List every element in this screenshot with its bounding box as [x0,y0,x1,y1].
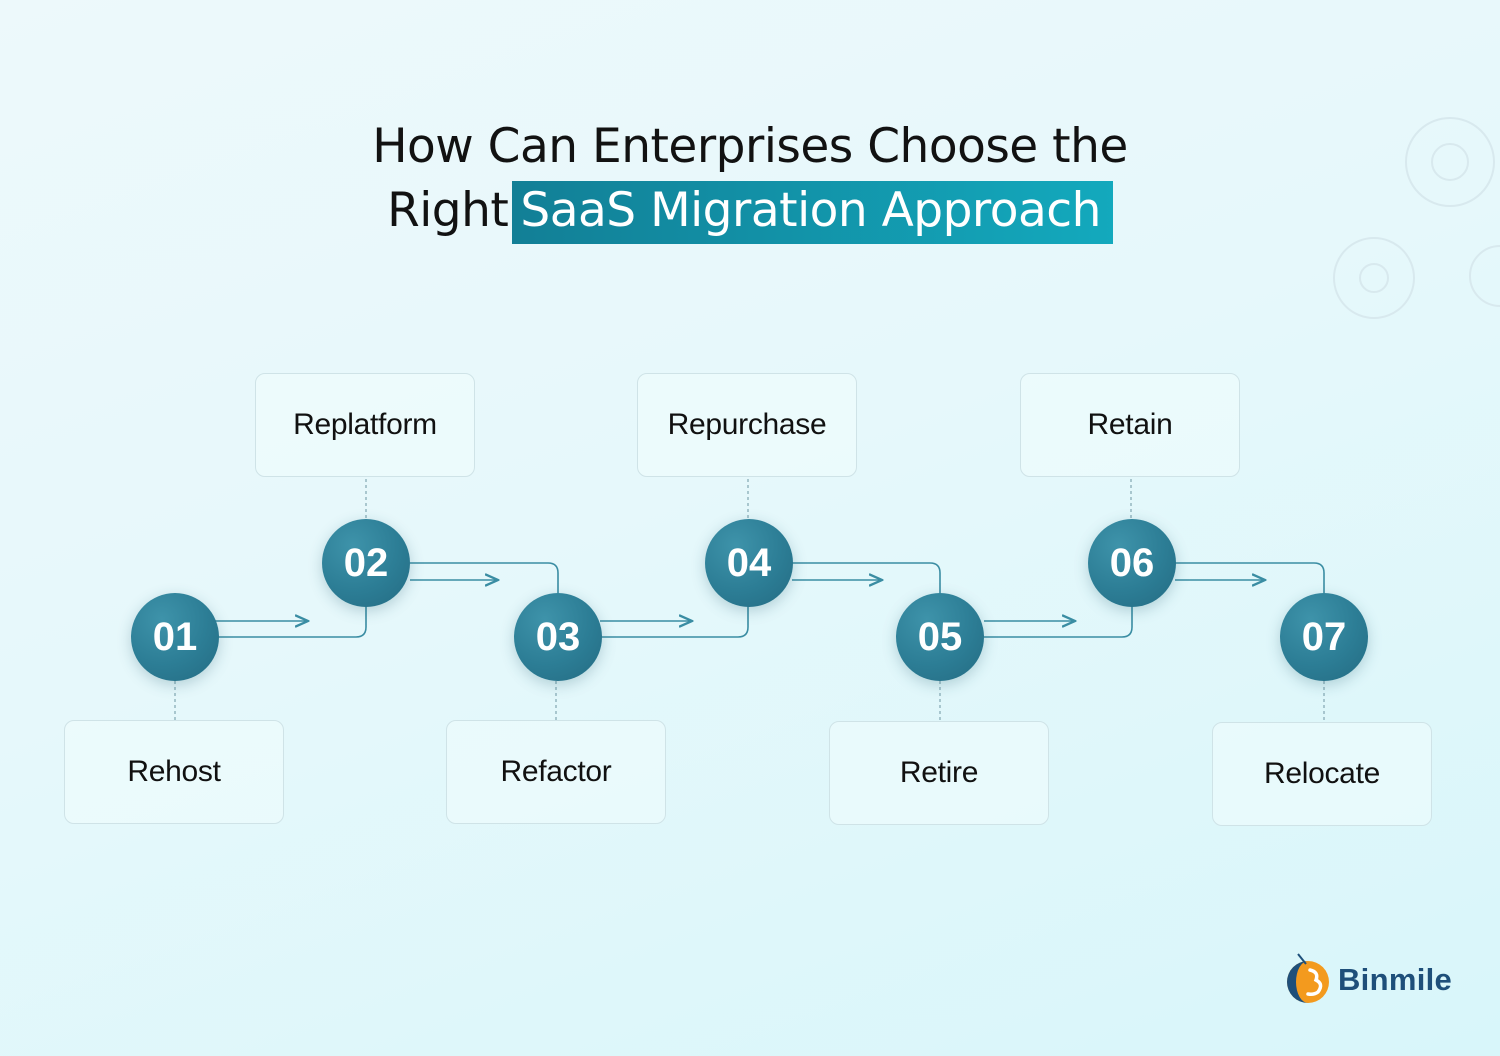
title-highlight: SaaS Migration Approach [512,181,1113,244]
step-number-01: 01 [131,593,219,681]
step-label: Retain [1087,408,1173,441]
step-number-07: 07 [1280,593,1368,681]
step-number-03: 03 [514,593,602,681]
step-box-refactor: Refactor [446,720,666,824]
step-label: Refactor [500,755,612,788]
connector-06-07 [1175,562,1325,593]
step-label: Relocate [1263,757,1380,790]
step-box-rehost: Rehost [64,720,284,824]
connector-03-04 [600,606,749,638]
title-prefix: Right [387,183,509,238]
step-label: Rehost [127,755,221,788]
step-number-05: 05 [896,593,984,681]
step-box-replatform: Replatform [255,373,475,477]
gear-icon [1333,117,1500,319]
binmile-logo-icon [1287,953,1329,1003]
step-number-04: 04 [705,519,793,607]
brand-logo: Binmile [1284,952,1474,1008]
step-label: Retire [899,756,979,789]
step-box-retire: Retire [829,721,1049,825]
step-label: Repurchase [667,408,827,441]
step-label: Replatform [293,408,437,441]
connector-05-06 [984,606,1133,638]
step-box-relocate: Relocate [1212,722,1432,826]
step-box-retain: Retain [1020,373,1240,477]
connector-04-05 [792,562,941,593]
step-number-06: 06 [1088,519,1176,607]
connector-02-03 [410,562,559,593]
step-box-repurchase: Repurchase [637,373,857,477]
step-number-02: 02 [322,519,410,607]
brand-name: Binmile [1338,962,1453,997]
connector-01-02 [214,606,367,638]
title-line-1: How Can Enterprises Choose the [372,119,1128,174]
